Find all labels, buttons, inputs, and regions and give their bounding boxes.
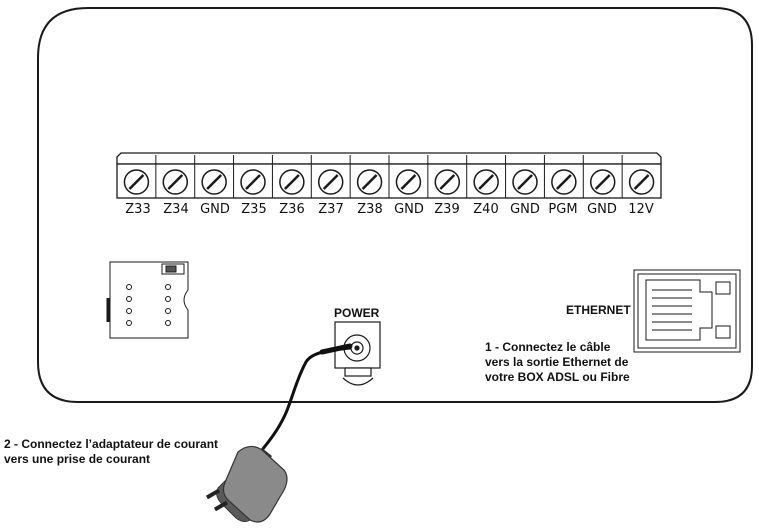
power-label: POWER <box>334 306 380 320</box>
terminal-label: GND <box>510 202 540 217</box>
instruction-line: vers une prise de courant <box>4 452 151 466</box>
terminal-label: Z38 <box>357 202 383 217</box>
terminal-block <box>116 152 662 199</box>
terminal-screw <box>466 155 499 198</box>
ethernet-label: ETHERNET <box>566 303 631 317</box>
terminal-label: GND <box>200 202 230 217</box>
terminal-label: Z40 <box>473 202 499 217</box>
terminal-labels: Z33 Z34 GND Z35 Z36 Z37 Z38 GND Z39 Z40 … <box>119 202 659 218</box>
terminal-label: Z37 <box>318 202 344 217</box>
terminal-screw <box>621 155 655 198</box>
power-adapter <box>205 445 288 523</box>
power-plug <box>319 343 353 355</box>
terminal-screw <box>271 155 305 198</box>
terminal-label: GND <box>587 202 617 217</box>
ethernet-instruction: 1 - Connectez le câble vers la sortie Et… <box>485 340 630 385</box>
instruction-line: votre BOX ADSL ou Fibre <box>485 370 630 384</box>
terminal-screw <box>349 155 383 198</box>
terminal-label: 12V <box>628 202 654 217</box>
sim-card-holder <box>106 261 189 339</box>
terminal-screw <box>388 155 422 198</box>
instruction-line: 1 - Connectez le câble <box>485 340 611 354</box>
terminal-screw <box>310 155 344 198</box>
terminal-screw <box>194 155 227 198</box>
terminal-screw <box>543 155 577 198</box>
terminal-screw <box>123 169 150 195</box>
terminal-label: Z33 <box>125 202 151 217</box>
terminal-label: Z34 <box>163 202 189 217</box>
terminal-label: Z35 <box>241 202 267 217</box>
terminal-screw <box>427 155 461 198</box>
terminal-screw <box>582 155 616 198</box>
device-enclosure <box>37 7 753 403</box>
terminal-screw <box>233 155 266 198</box>
power-instruction: 2 - Connectez l’adaptateur de courant ve… <box>4 437 218 467</box>
instruction-line: 2 - Connectez l’adaptateur de courant <box>4 437 219 451</box>
terminal-label: Z39 <box>434 202 460 217</box>
terminal-screw <box>505 155 538 198</box>
terminal-screw <box>155 155 189 198</box>
instruction-line: vers la sortie Ethernet de <box>485 355 629 369</box>
terminal-label: GND <box>394 202 424 217</box>
terminal-label: PGM <box>548 202 578 217</box>
terminal-label: Z36 <box>279 202 305 217</box>
ethernet-port <box>633 269 741 353</box>
